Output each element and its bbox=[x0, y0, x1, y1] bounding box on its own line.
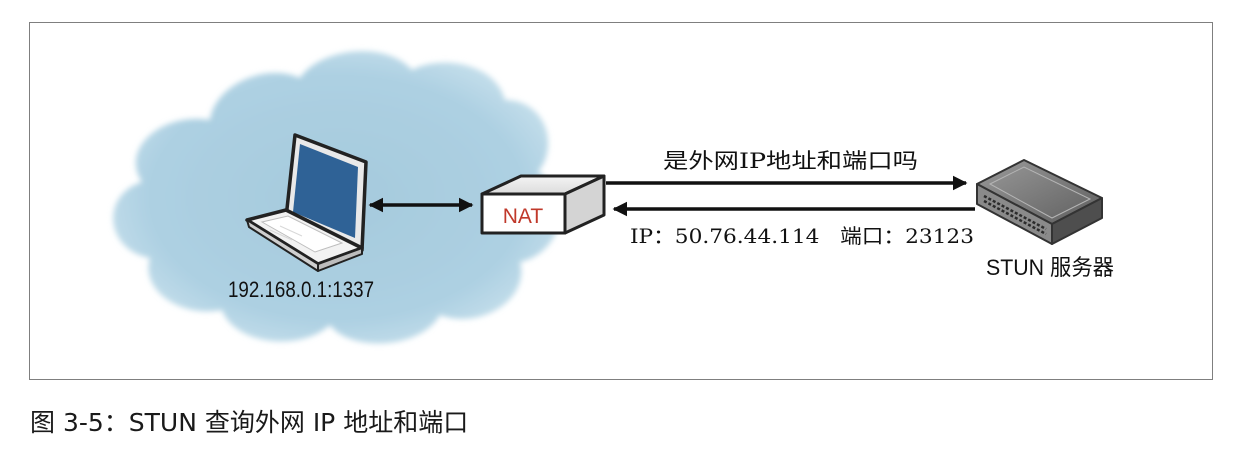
request-label: 是外网IP地址和端口吗 bbox=[663, 149, 918, 173]
client-address: 192.168.0.1:1337 bbox=[228, 277, 374, 302]
response-label: IP：50.76.44.114 端口：23123 bbox=[630, 224, 974, 248]
figure-caption: 图 3-5：STUN 查询外网 IP 地址和端口 bbox=[30, 408, 469, 437]
server-label: STUN 服务器 bbox=[986, 255, 1114, 280]
nat-label: NAT bbox=[503, 205, 544, 228]
nat-device-icon: NAT bbox=[480, 174, 606, 235]
stun-server-icon bbox=[976, 159, 1103, 245]
laptop-icon bbox=[245, 133, 368, 272]
